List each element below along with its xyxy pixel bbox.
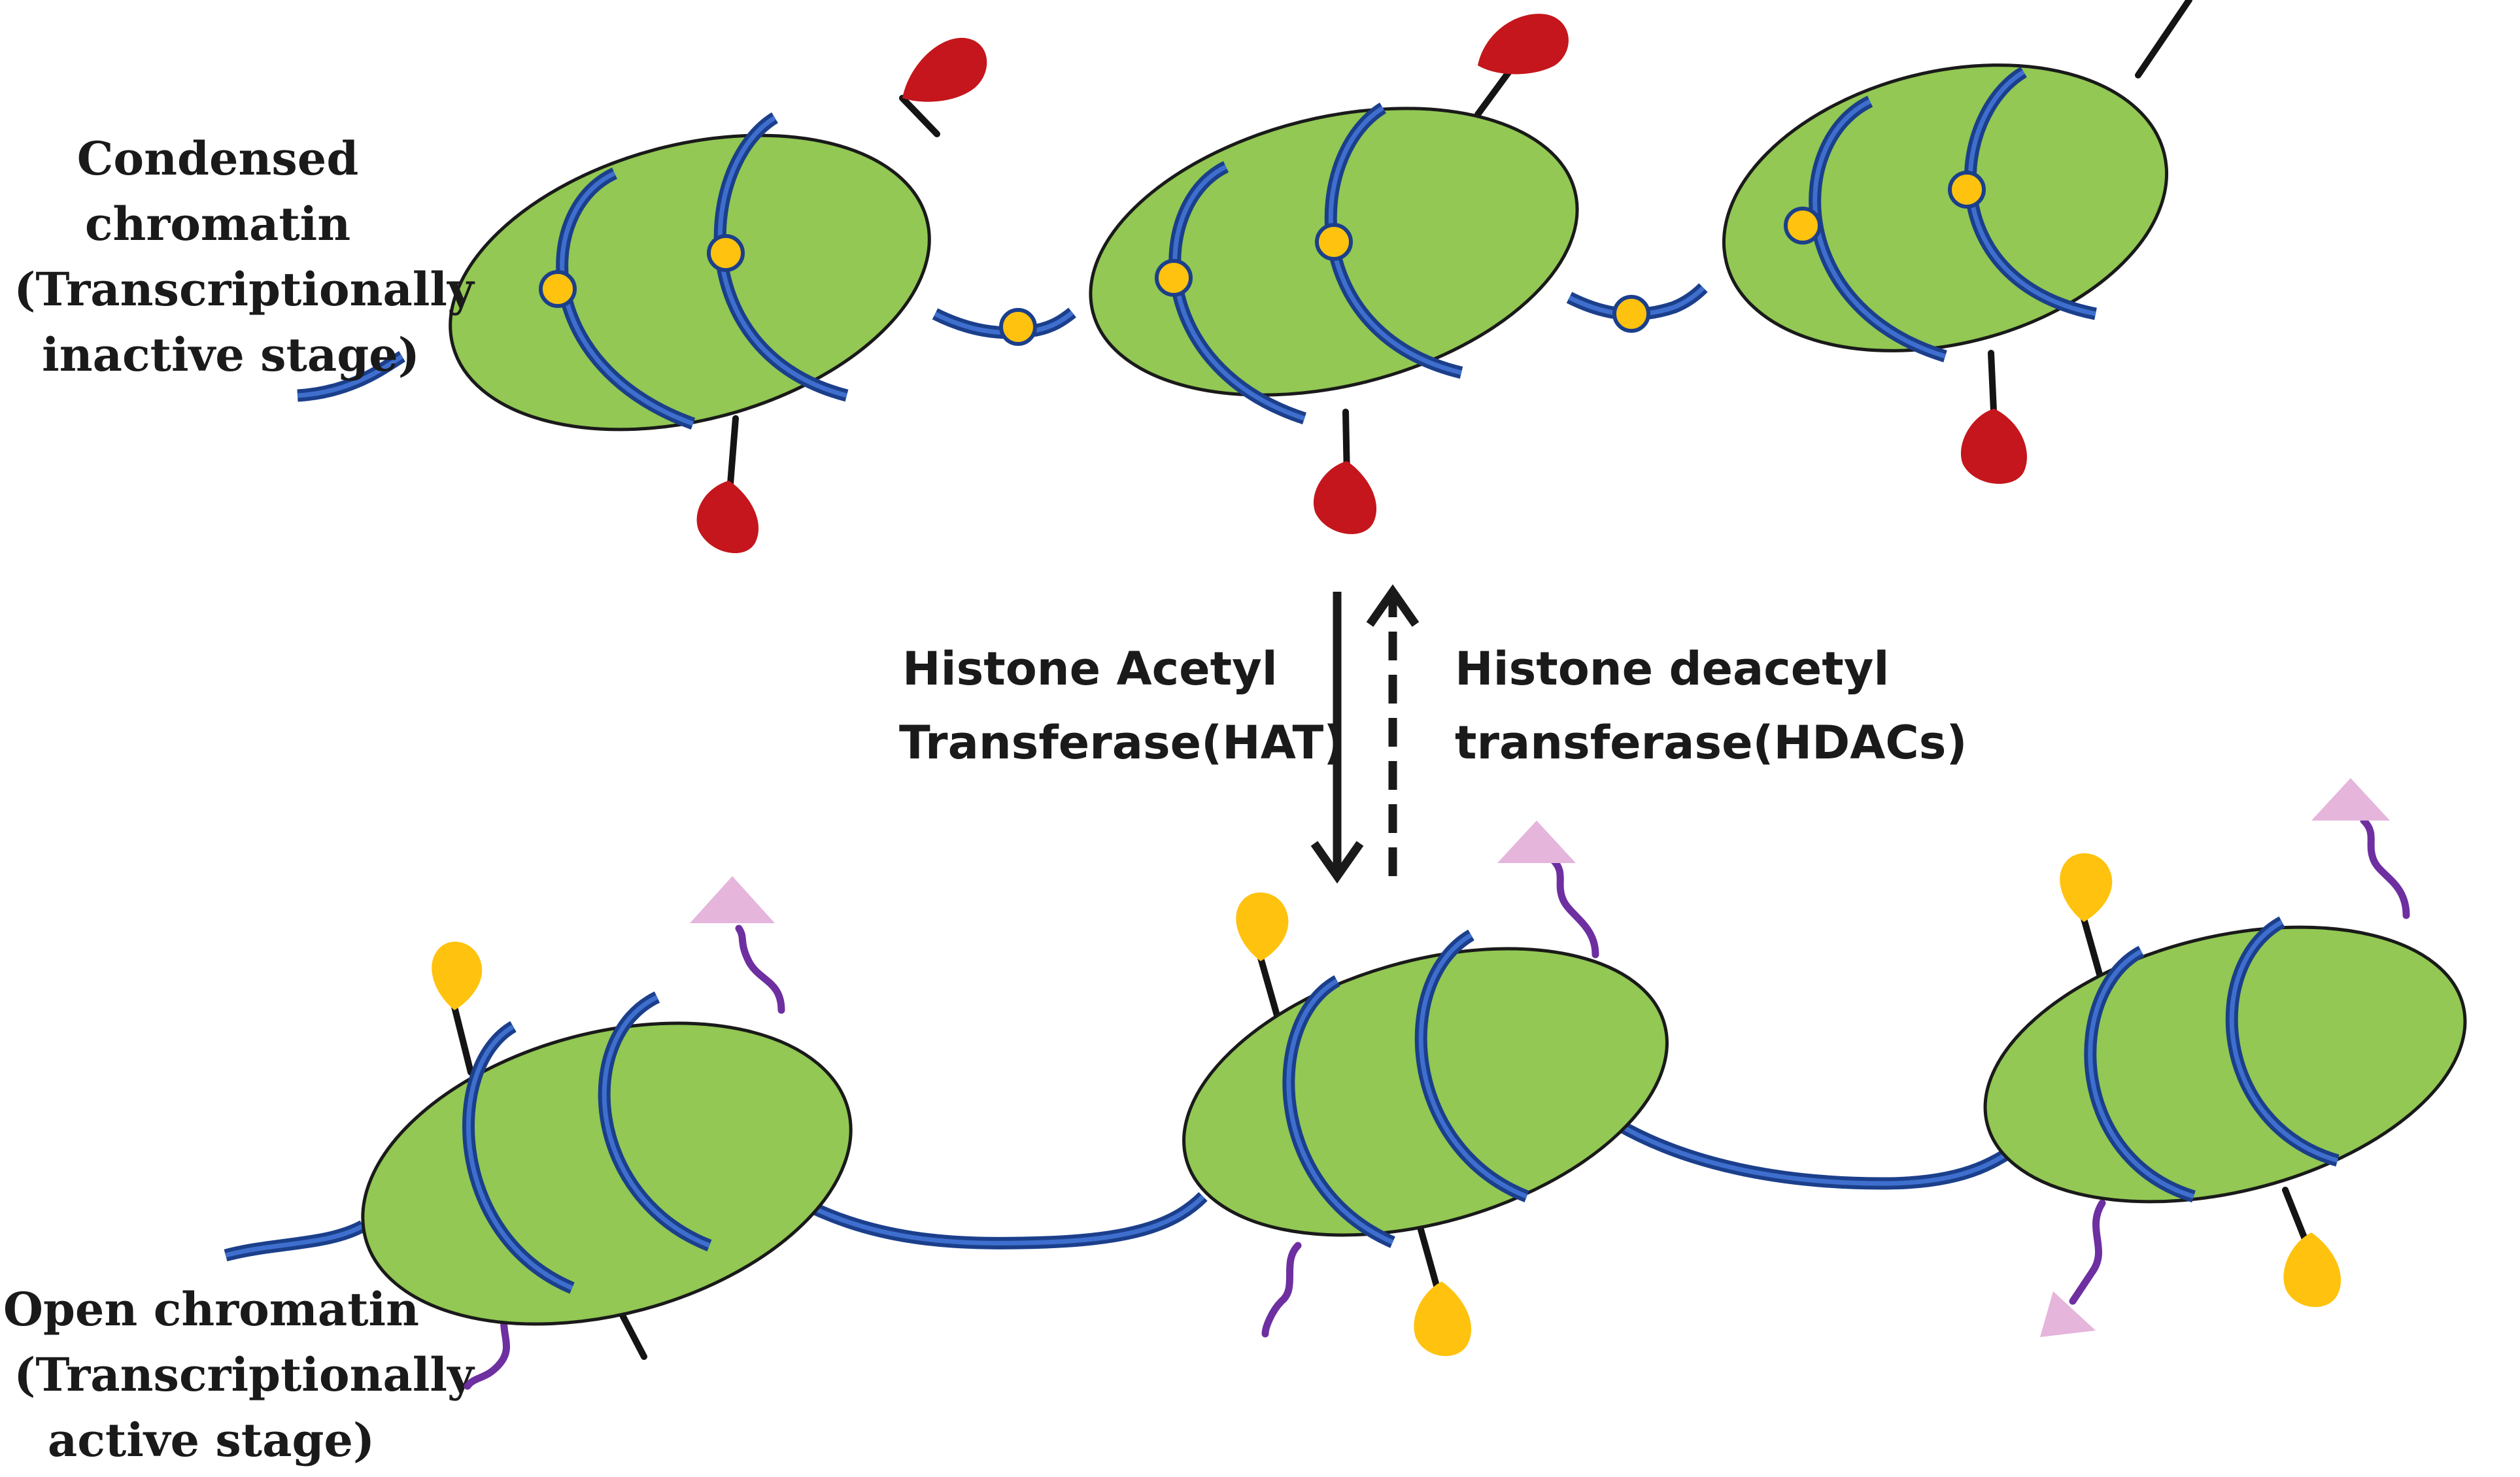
label-line: active stage) [48, 1413, 375, 1467]
purple-tail [2360, 817, 2410, 919]
histone-octamer [361, 1021, 853, 1326]
red-drop-icon [696, 481, 759, 554]
pink-triangle-icon [2040, 1291, 2096, 1337]
histone-octamer [1983, 925, 2467, 1204]
stick [1257, 955, 1282, 1023]
yellow-dot-icon [1155, 259, 1193, 297]
red-drop-icon [1478, 14, 1569, 75]
nucleosome-open-1 [361, 991, 853, 1326]
label-line: chromatin [85, 197, 350, 251]
yellow-drop-icon [1414, 1282, 1472, 1357]
condensed-chromatin-label: Condensed chromatin (Transcriptionally i… [14, 131, 475, 382]
purple-tail [1261, 1242, 1302, 1338]
yellow-dot-icon [539, 270, 577, 308]
nucleosome-open-3 [1983, 916, 2467, 1204]
label-line: transferase(HDACs) [1455, 716, 1967, 770]
condensed-chromatin [297, 0, 2192, 554]
yellow-dot-icon [1784, 207, 1822, 245]
nucleosome-condensed-2 [1089, 102, 1579, 425]
stick [899, 95, 940, 137]
nucleosome-condensed-1 [449, 112, 931, 432]
pink-triangle-icon [1497, 821, 1576, 863]
yellow-dot-icon [707, 234, 745, 272]
label-line: Histone Acetyl [902, 642, 1278, 696]
open-chromatin [224, 778, 2467, 1390]
yellow-drop-icon [2283, 1232, 2341, 1308]
arrow-up-icon [1366, 584, 1420, 627]
label-line: inactive stage) [42, 328, 420, 382]
nucleosome-open-2 [1182, 929, 1669, 1248]
hat-label: Histone Acetyl Transferase(HAT) [899, 642, 1344, 770]
yellow-drop-icon [2060, 853, 2113, 922]
purple-tail [2069, 1199, 2106, 1305]
label-line: (Transcriptionally [14, 262, 475, 316]
yellow-drop-icon [1236, 892, 1289, 961]
purple-tail [1549, 856, 1599, 959]
nucleosome-condensed-3 [1722, 63, 2169, 363]
label-line: Open chromatin [3, 1282, 419, 1336]
arrow-down-icon [1310, 841, 1364, 884]
histone-octamer [1722, 63, 2169, 352]
stick [2135, 0, 2192, 78]
pink-triangle-icon [2311, 778, 2390, 821]
yellow-dot-icon [1315, 223, 1353, 261]
label-line: Condensed [77, 131, 359, 186]
red-drop-icon [1313, 461, 1377, 534]
yellow-drop-icon [432, 942, 483, 1010]
red-drop-icon [902, 37, 987, 102]
hdac-label: Histone deacetyl transferase(HDACs) [1455, 642, 1967, 770]
stick [451, 1004, 474, 1076]
hdac-arrow [1366, 584, 1420, 876]
open-chromatin-label: Open chromatin (Transcriptionally active… [3, 1282, 475, 1467]
yellow-dot-icon [1612, 295, 1650, 333]
purple-tail [735, 925, 785, 1014]
open-linker-dna [224, 1119, 2037, 1262]
yellow-dot-icon [999, 308, 1037, 346]
label-line: Transferase(HAT) [899, 716, 1344, 770]
pink-triangle-icon [690, 876, 775, 923]
hat-arrow [1310, 592, 1364, 884]
label-line: (Transcriptionally [14, 1348, 475, 1402]
yellow-dot-icon [1948, 171, 1986, 209]
label-line: Histone deacetyl [1455, 642, 1889, 696]
red-drop-icon [1960, 409, 2027, 484]
